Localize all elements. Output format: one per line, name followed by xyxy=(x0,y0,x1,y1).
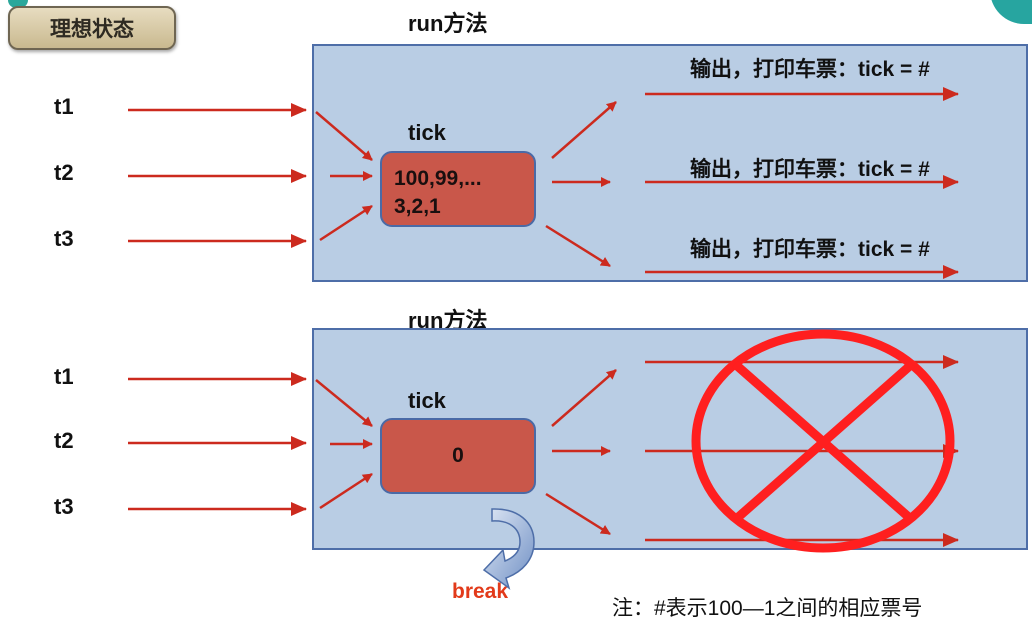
top-thread-t2: t2 xyxy=(54,160,74,185)
break-arrow-icon xyxy=(482,508,535,590)
top-output-2: 输出，打印车票：tick = # xyxy=(690,158,930,181)
bottom-tick-label: tick xyxy=(408,388,446,413)
top-out-arrow-3 xyxy=(545,224,611,268)
top-tick-values-line2: 3,2,1 xyxy=(394,195,441,218)
title-button[interactable]: 理想状态 xyxy=(8,6,176,50)
top-output-1: 输出，打印车票：tick = # xyxy=(690,58,930,81)
top-tick-values-line1: 100,99,... xyxy=(394,167,482,190)
bottom-thread-t2: t2 xyxy=(54,428,74,453)
cross-circle-icon xyxy=(691,329,955,553)
bottom-tick-box: 0 xyxy=(380,418,536,494)
bottom-tick-value: 0 xyxy=(452,444,464,467)
top-into-box-arrow-1 xyxy=(315,111,373,161)
top-out-arrow-1 xyxy=(551,101,617,159)
bottom-out-arrow-1 xyxy=(551,369,617,427)
bottom-thread-t3: t3 xyxy=(54,494,74,519)
top-run-label: run方法 xyxy=(408,11,488,36)
break-label: break xyxy=(452,580,509,603)
title-label: 理想状态 xyxy=(50,18,134,41)
top-tick-label: tick xyxy=(408,120,446,145)
top-thread-t1: t1 xyxy=(54,94,74,119)
bottom-thread-t1: t1 xyxy=(54,364,74,389)
top-tick-box: 100,99,... 3,2,1 xyxy=(380,151,536,227)
top-into-box-arrow-3 xyxy=(319,204,373,242)
bottom-into-box-arrow-1 xyxy=(315,379,373,427)
corner-accent xyxy=(8,0,28,8)
top-thread-t3: t3 xyxy=(54,226,74,251)
bottom-out-arrow-3 xyxy=(545,492,611,536)
footnote: 注：#表示100—1之间的相应票号 xyxy=(612,597,923,620)
bottom-into-box-arrow-3 xyxy=(319,472,373,510)
top-output-3: 输出，打印车票：tick = # xyxy=(690,238,930,261)
